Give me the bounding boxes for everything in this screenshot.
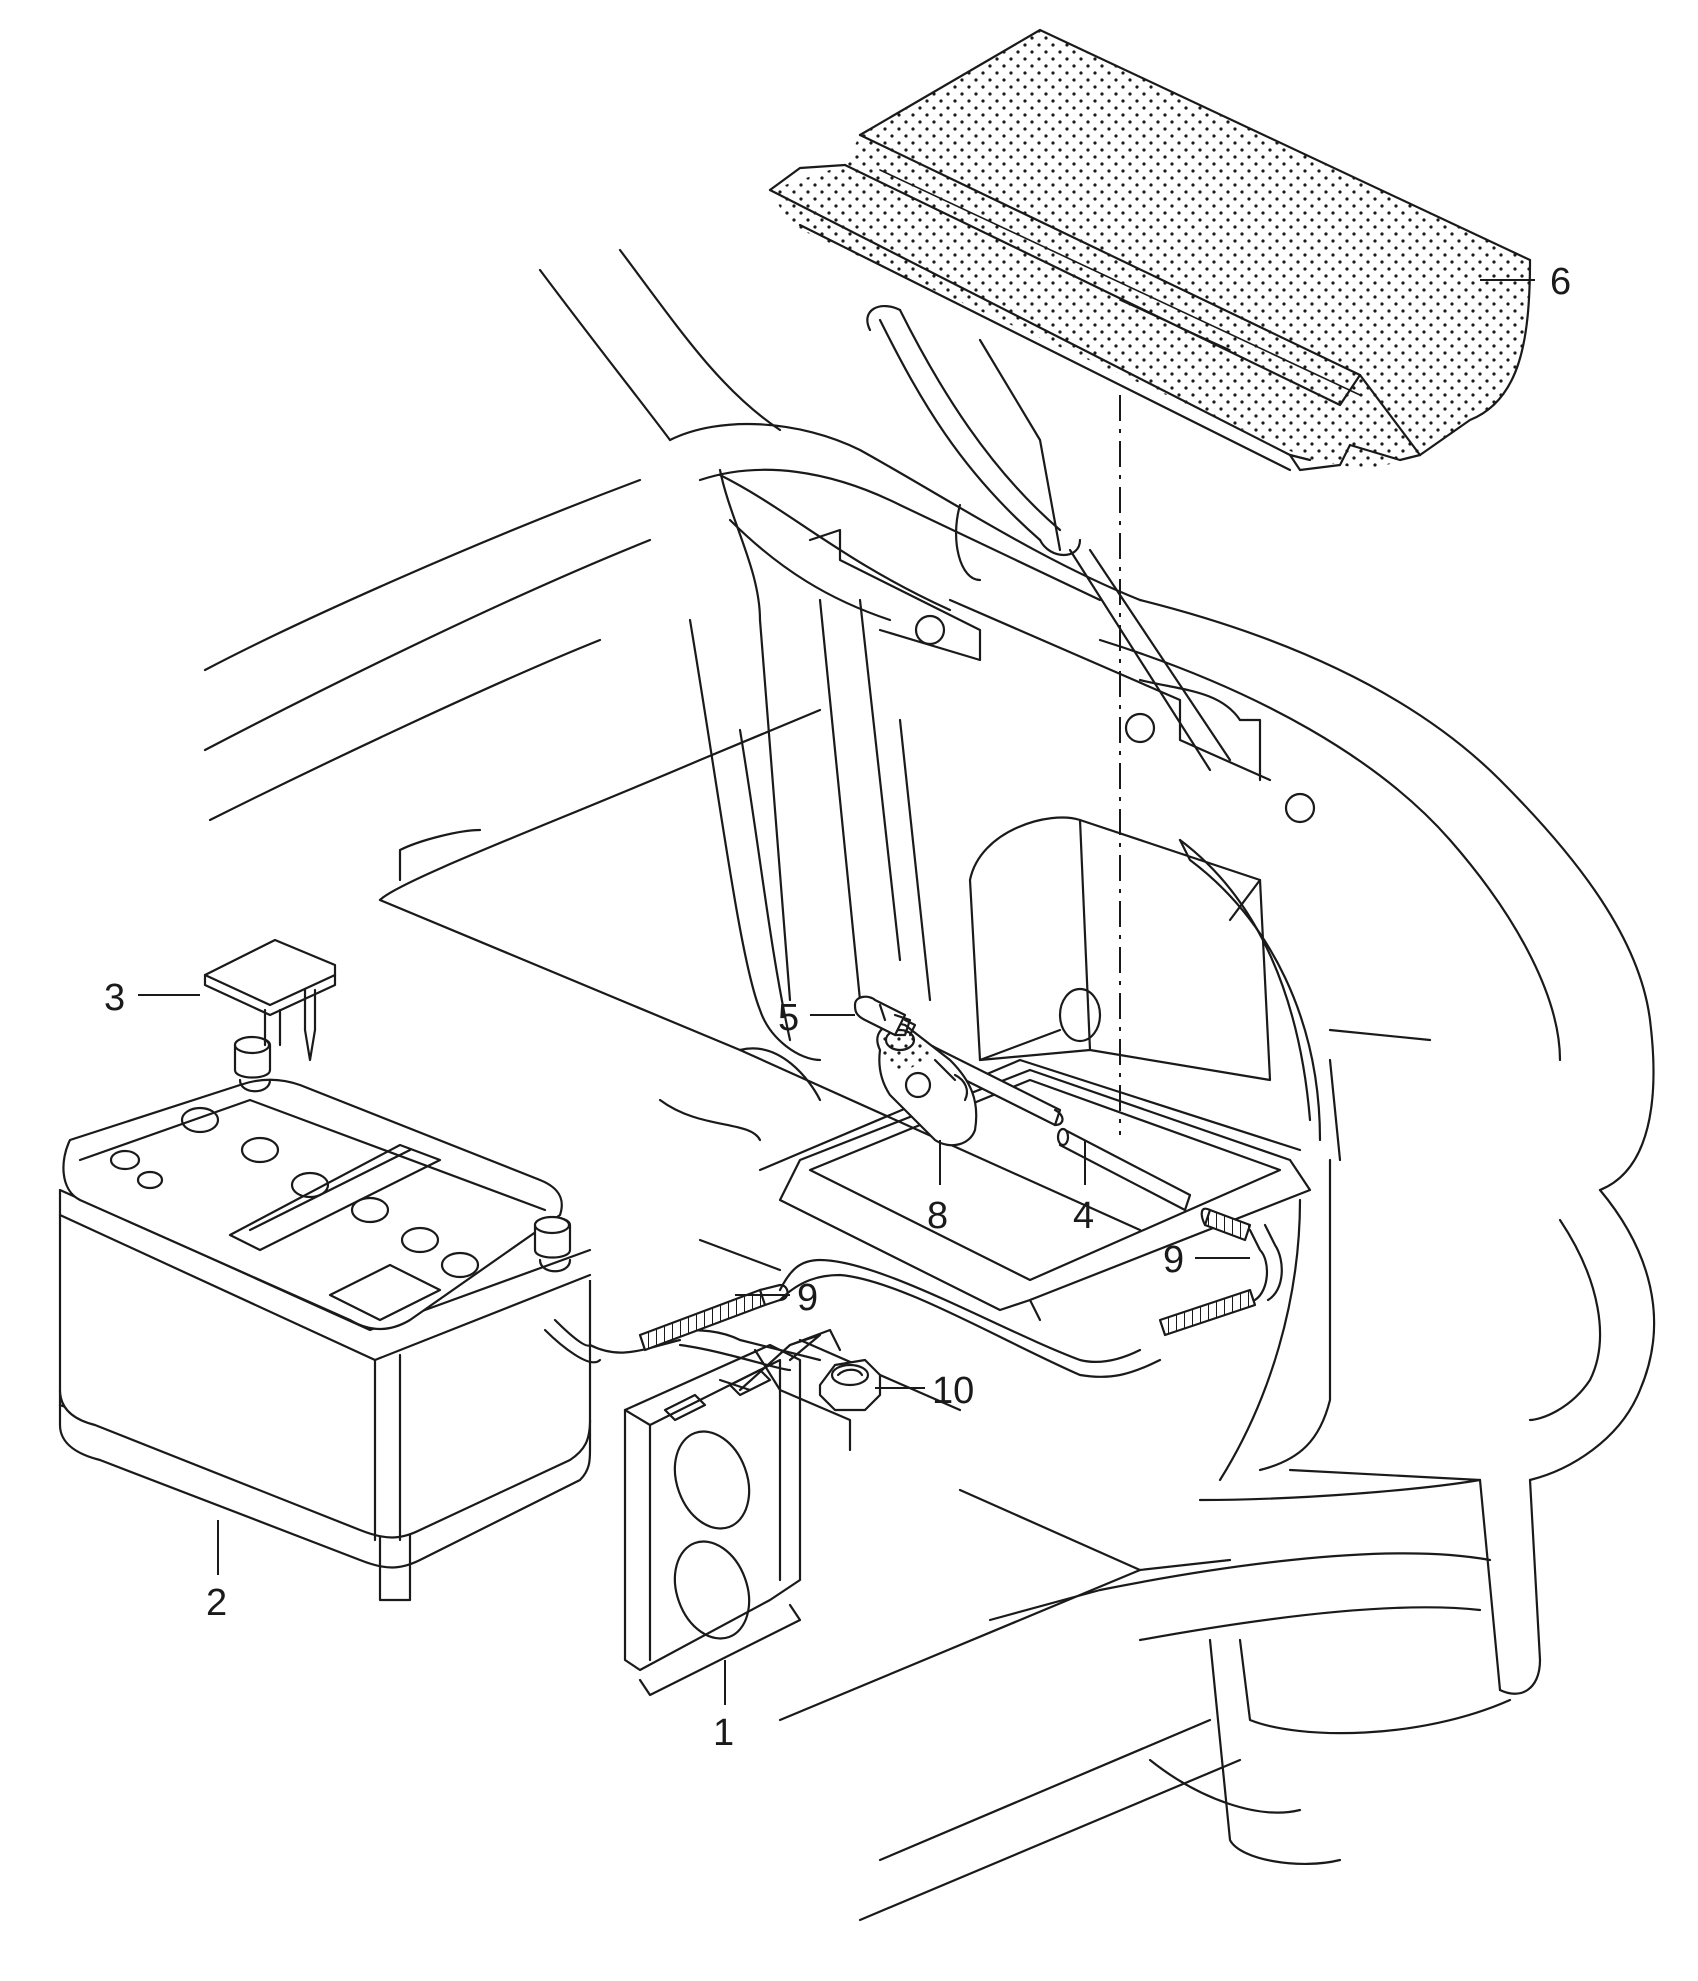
callout-9-right: 9 — [1163, 1239, 1184, 1281]
callout-9-left: 9 — [797, 1277, 818, 1319]
callout-3: 3 — [104, 977, 125, 1019]
battery-part-2 — [58, 1035, 592, 1602]
vehicle-body-outline — [203, 248, 1656, 1922]
callout-8: 8 — [927, 1195, 948, 1237]
battery-bracket-part-1 — [623, 1328, 852, 1697]
callout-5: 5 — [778, 997, 799, 1039]
callout-1: 1 — [713, 1712, 734, 1754]
callout-4: 4 — [1073, 1195, 1094, 1237]
callout-10: 10 — [932, 1370, 974, 1412]
callout-labels: 6 3 5 8 4 9 9 10 2 1 — [104, 261, 1571, 1754]
nut-part-10 — [818, 1358, 882, 1412]
callout-6: 6 — [1550, 261, 1571, 303]
trunk-mat-part-6 — [768, 28, 1532, 472]
terminal-cover-part-3 — [203, 938, 337, 1062]
socket-part-5 — [853, 995, 917, 1037]
callout-2: 2 — [206, 1582, 227, 1624]
actuator-part-8 — [876, 1022, 978, 1147]
battery-cable-part-9 — [543, 1207, 1283, 1378]
